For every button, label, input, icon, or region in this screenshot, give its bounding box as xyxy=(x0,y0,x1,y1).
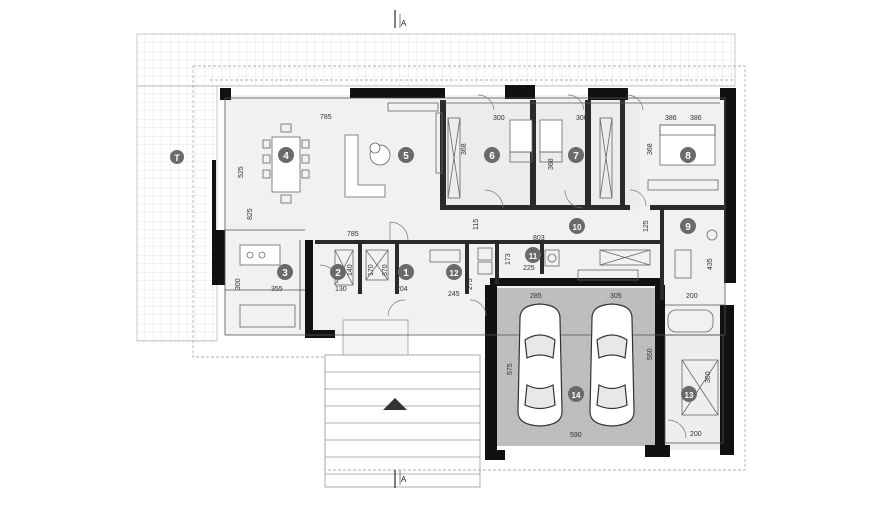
interior-walls xyxy=(315,100,725,300)
dim-300-room6: 300 xyxy=(493,115,505,122)
room-marker-12: 12 xyxy=(446,264,462,280)
car-left xyxy=(517,303,563,427)
dim-300-kitchen: 300 xyxy=(235,278,242,290)
room-marker-9: 9 xyxy=(680,218,696,234)
dim-225: 225 xyxy=(523,265,535,272)
svg-text:10: 10 xyxy=(573,223,582,232)
room-markers: 1 2 3 4 5 6 7 8 9 10 11 12 13 14 xyxy=(277,147,697,402)
dim-200-room13: 200 xyxy=(690,431,702,438)
terrace-marker: T xyxy=(170,150,184,164)
room-marker-5: 5 xyxy=(398,147,414,163)
terrace-marker-label: T xyxy=(174,153,180,163)
dim-125: 125 xyxy=(643,220,650,232)
svg-text:13: 13 xyxy=(685,391,694,400)
dim-370: 370 xyxy=(382,264,389,276)
dim-130: 130 xyxy=(335,286,347,293)
exterior-walls xyxy=(212,85,736,460)
svg-text:4: 4 xyxy=(283,151,289,162)
dim-115: 115 xyxy=(473,219,480,230)
svg-text:6: 6 xyxy=(489,151,495,162)
svg-text:14: 14 xyxy=(572,391,581,400)
dim-275: 275 xyxy=(467,278,474,290)
svg-text:12: 12 xyxy=(450,269,459,278)
svg-text:3: 3 xyxy=(282,268,288,279)
dim-435: 435 xyxy=(707,258,714,270)
dim-803: 803 xyxy=(533,235,545,242)
dim-140: 140 xyxy=(347,264,354,276)
dim-300-room7: 300 xyxy=(576,115,588,122)
svg-text:8: 8 xyxy=(685,151,691,162)
room-marker-10: 10 xyxy=(569,218,585,234)
room-marker-6: 6 xyxy=(484,147,500,163)
dimension-labels: 785 525 825 785 115 803 300 368 300 368 … xyxy=(235,114,714,439)
svg-text:11: 11 xyxy=(529,252,538,261)
entrance-arrow-icon xyxy=(383,398,407,410)
dim-575: 575 xyxy=(507,363,514,375)
svg-text:1: 1 xyxy=(403,268,409,279)
room-marker-3: 3 xyxy=(277,264,293,280)
svg-text:5: 5 xyxy=(403,151,409,162)
room-marker-11: 11 xyxy=(525,247,541,263)
room-marker-4: 4 xyxy=(278,147,294,163)
dim-200-bath: 200 xyxy=(686,293,698,300)
dim-386-room8-b: 386 xyxy=(690,115,702,122)
dim-386-room8: 386 xyxy=(665,115,677,122)
dim-785-mid: 785 xyxy=(347,231,359,238)
dim-204: 204 xyxy=(396,286,408,293)
car-right xyxy=(589,303,635,427)
room-outlines xyxy=(224,97,726,444)
dim-525: 525 xyxy=(238,166,245,178)
dim-173: 173 xyxy=(505,253,512,265)
dim-305: 305 xyxy=(610,293,622,300)
dim-368-room8: 368 xyxy=(647,143,654,155)
dim-285: 285 xyxy=(530,293,542,300)
svg-text:2: 2 xyxy=(335,268,341,279)
room-marker-13: 13 xyxy=(681,386,697,402)
furniture xyxy=(239,102,719,416)
section-marker-top-label: A xyxy=(401,19,407,28)
dim-368-room7: 368 xyxy=(548,158,555,170)
svg-text:7: 7 xyxy=(573,151,579,162)
section-marker-bottom-label: A xyxy=(401,475,407,484)
dim-360: 360 xyxy=(705,371,712,383)
room-marker-7: 7 xyxy=(568,147,584,163)
entrance-steps xyxy=(324,319,481,488)
dim-368-room6: 368 xyxy=(461,143,468,155)
terrace xyxy=(136,33,736,342)
dim-355: 355 xyxy=(271,286,283,293)
section-marker-bottom: A xyxy=(394,470,407,488)
room-marker-1: 1 xyxy=(398,264,414,280)
dim-785-top: 785 xyxy=(320,114,332,121)
section-marker-top: A xyxy=(394,10,407,28)
dim-245: 245 xyxy=(448,291,460,298)
dim-170: 170 xyxy=(368,264,375,276)
dim-550: 550 xyxy=(647,348,654,360)
room-marker-8: 8 xyxy=(680,147,696,163)
dim-825: 825 xyxy=(247,208,254,220)
room-marker-14: 14 xyxy=(568,386,584,402)
svg-text:9: 9 xyxy=(685,222,691,233)
dim-590: 590 xyxy=(570,432,582,439)
room-marker-2: 2 xyxy=(330,264,346,280)
